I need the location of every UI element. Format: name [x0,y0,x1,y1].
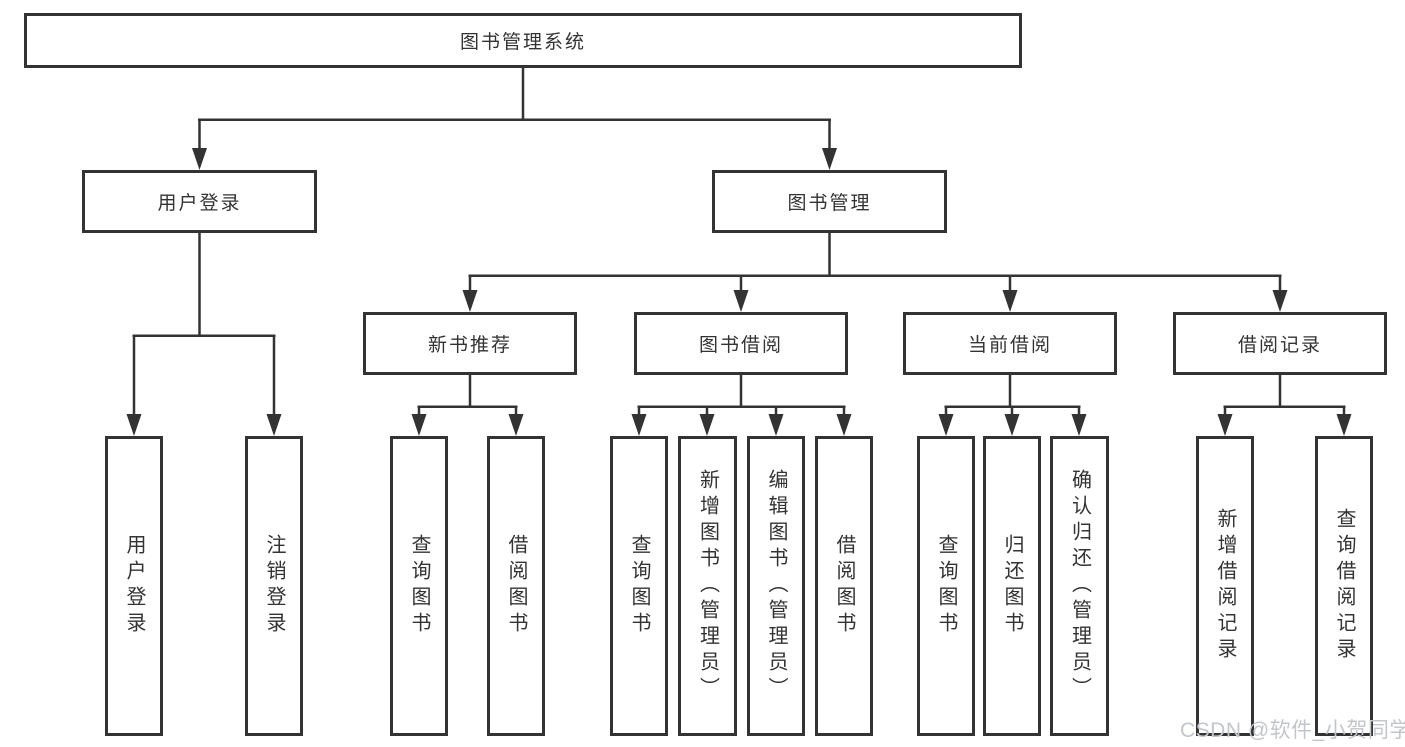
leaf-logout: 注销登录 [245,436,303,736]
node-library-management-system: 图书管理系统 [24,13,1022,68]
node-borrow-records: 借阅记录 [1173,312,1387,375]
leaf-query-books-borrow: 查询图书 [610,436,668,736]
node-book-borrow: 图书借阅 [634,312,848,375]
leaf-borrow-books: 借阅图书 [815,436,873,736]
leaf-confirm-return-admin: 确认归还（管理员） [1050,436,1109,736]
leaf-query-borrow-record: 查询借阅记录 [1315,436,1373,736]
node-user-login: 用户登录 [82,170,317,233]
leaf-query-books-current: 查询图书 [917,436,975,736]
leaf-add-borrow-record: 新增借阅记录 [1196,436,1254,736]
node-new-book-recommend: 新书推荐 [363,312,577,375]
csdn-watermark: CSDN @软件_小贺同学 [1180,719,1405,742]
leaf-return-books: 归还图书 [983,436,1041,736]
node-current-borrow: 当前借阅 [903,312,1117,375]
leaf-edit-book-admin: 编辑图书（管理员） [747,436,805,736]
leaf-query-books-recommend: 查询图书 [390,436,448,736]
node-book-management: 图书管理 [712,170,947,233]
leaf-user-login: 用户登录 [105,436,163,736]
leaf-add-book-admin: 新增图书（管理员） [678,436,737,736]
leaf-borrow-books-recommend: 借阅图书 [487,436,545,736]
